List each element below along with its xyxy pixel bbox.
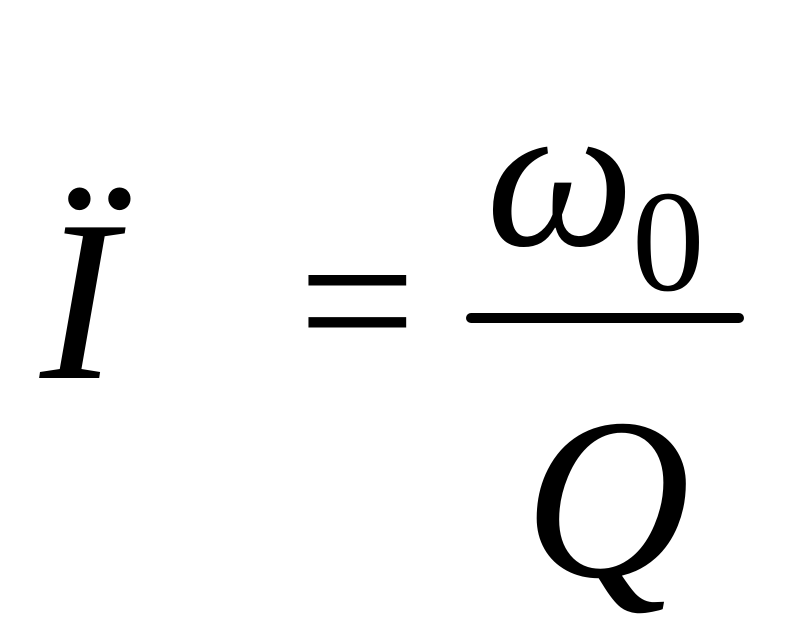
equals-sign: =	[298, 185, 417, 417]
fraction-bar	[466, 313, 744, 323]
lhs-variable: Ï	[40, 173, 117, 428]
numerator-omega: ω	[486, 59, 635, 291]
denominator-q: Q	[524, 371, 691, 626]
numerator-subscript: 0	[632, 162, 705, 322]
